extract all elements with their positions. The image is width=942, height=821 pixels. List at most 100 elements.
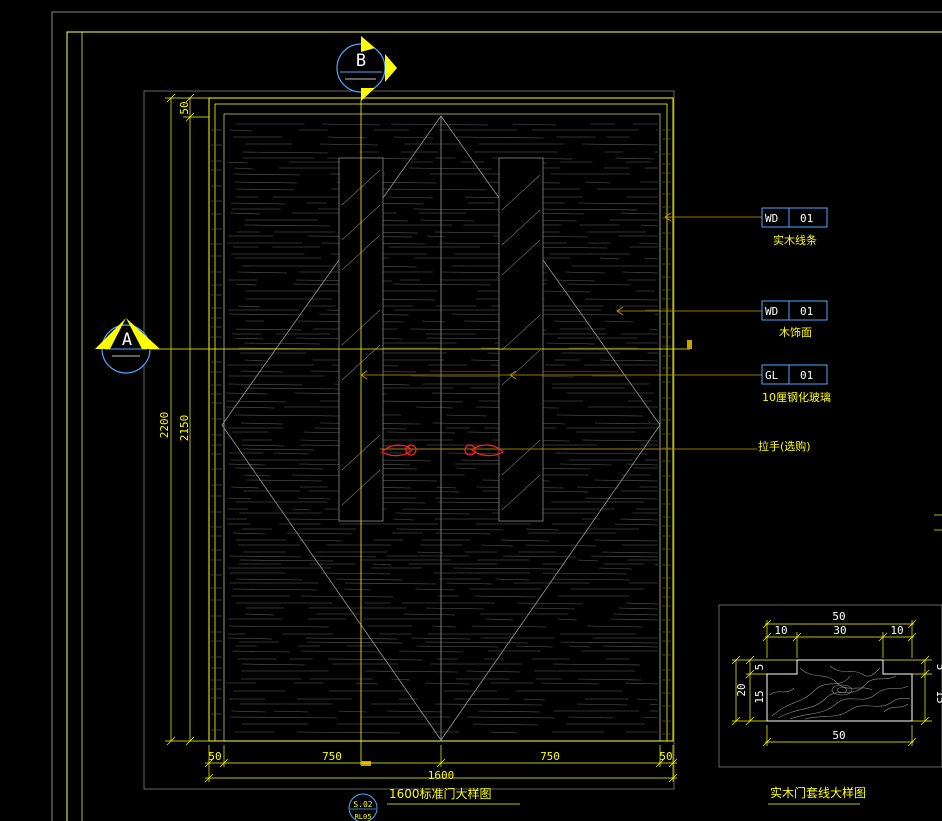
grain-stroke <box>227 383 303 386</box>
grain-stroke <box>231 486 260 489</box>
grain-stroke <box>465 670 521 673</box>
grain-stroke <box>600 359 659 362</box>
tag-number: 01 <box>800 305 813 318</box>
grain-stroke <box>402 508 505 511</box>
grain-stroke <box>512 123 557 126</box>
grain-stroke <box>240 370 284 373</box>
grain-stroke <box>274 710 309 713</box>
grain-stroke <box>387 196 434 199</box>
detail-title: 实木门套线大样图 <box>770 785 866 800</box>
grain-stroke <box>613 613 659 616</box>
grain-stroke <box>417 551 444 554</box>
grain-stroke <box>232 532 265 535</box>
glass-panel-right <box>498 157 544 522</box>
grain-stroke <box>410 375 511 378</box>
grain-stroke <box>228 463 265 466</box>
dim-height-leaf: 2150 <box>178 415 191 442</box>
tag-description: 木饰面 <box>779 325 812 339</box>
section-marker-b-label: B <box>356 51 366 71</box>
grain-stroke <box>231 710 267 713</box>
grain-stroke <box>300 439 343 442</box>
grain-stroke <box>244 613 275 616</box>
grain-stroke <box>380 188 488 191</box>
grain-stroke <box>644 257 659 260</box>
grain-stroke <box>585 497 659 500</box>
grain-stroke <box>649 703 659 706</box>
grain-stroke <box>473 723 539 726</box>
grain-stroke <box>560 641 659 644</box>
dimension-width <box>204 745 678 783</box>
grain-stroke <box>638 242 659 245</box>
tag-code: WD <box>765 212 778 225</box>
grain-stroke <box>393 136 434 139</box>
grain-stroke <box>245 479 323 482</box>
grain-stroke <box>310 555 377 558</box>
grain-stroke <box>416 645 499 648</box>
adjacent-drawing-edge <box>934 514 942 531</box>
grain-stroke <box>239 559 334 562</box>
grain-stroke <box>336 578 402 581</box>
dim-top-frame: 50 <box>178 101 191 114</box>
grain-stroke <box>226 400 286 403</box>
grain-stroke <box>565 271 605 274</box>
grain-stroke <box>568 716 613 719</box>
grain-stroke <box>434 231 506 234</box>
grain-stroke <box>425 607 484 610</box>
grain-stroke <box>578 678 642 681</box>
grain-stroke <box>307 641 403 644</box>
grain-stroke <box>649 328 659 331</box>
grain-stroke <box>228 313 304 316</box>
dim-overall-width: 1600 <box>428 769 455 782</box>
grain-stroke <box>396 528 504 531</box>
grain-stroke <box>434 703 542 706</box>
grain-stroke <box>321 123 380 126</box>
grain-stroke <box>237 271 287 274</box>
grain-stroke <box>552 663 640 666</box>
grain-stroke <box>569 645 591 648</box>
dim-bottom-right-leaf: 750 <box>540 750 560 763</box>
tag-code: GL <box>765 369 779 382</box>
grain-stroke <box>556 279 595 282</box>
grain-stroke <box>432 625 456 628</box>
grain-stroke <box>516 645 553 648</box>
grain-stroke <box>471 625 547 628</box>
grain-stroke <box>230 716 337 719</box>
section-marker-a-label: A <box>122 330 132 350</box>
grain-stroke <box>234 181 298 184</box>
grain-stroke <box>244 387 341 390</box>
detail-dim-overall-top: 50 <box>832 610 845 623</box>
drawing-ref-top: S.02 <box>353 800 372 809</box>
detail-dim-bottom: 50 <box>832 729 845 742</box>
grain-stroke <box>553 320 592 323</box>
grain-stroke <box>642 716 659 719</box>
grain-stroke <box>391 123 489 126</box>
detail-dim-left-body: 15 <box>753 690 766 703</box>
door-handle-right <box>464 444 504 457</box>
dim-bottom-left-leaf: 750 <box>322 750 342 763</box>
grain-stroke <box>408 167 492 170</box>
grain-stroke <box>610 618 659 621</box>
grain-stroke <box>299 539 343 542</box>
grain-stroke <box>296 731 401 734</box>
grain-stroke <box>344 582 438 585</box>
elevation-title: 1600标准门大样图 <box>389 786 492 801</box>
detail-dim-left-overall: 20 <box>735 683 748 696</box>
grain-stroke <box>581 439 659 442</box>
grain-stroke <box>457 136 544 139</box>
grain-stroke <box>429 370 512 373</box>
grain-stroke <box>320 143 378 146</box>
grain-stroke <box>234 167 254 170</box>
grain-stroke <box>372 563 392 566</box>
grain-stroke <box>297 497 330 500</box>
grain-stroke <box>235 467 324 470</box>
grain-stroke <box>526 528 559 531</box>
grain-stroke <box>474 595 536 598</box>
grain-stroke <box>502 555 576 558</box>
grain-stroke <box>305 637 398 640</box>
grain-stroke <box>620 518 659 521</box>
grain-stroke <box>237 305 260 308</box>
grain-stroke <box>242 663 306 666</box>
grain-stroke <box>534 208 638 211</box>
tag-description: 10厘钢化玻璃 <box>762 390 831 404</box>
grain-stroke <box>241 444 285 447</box>
